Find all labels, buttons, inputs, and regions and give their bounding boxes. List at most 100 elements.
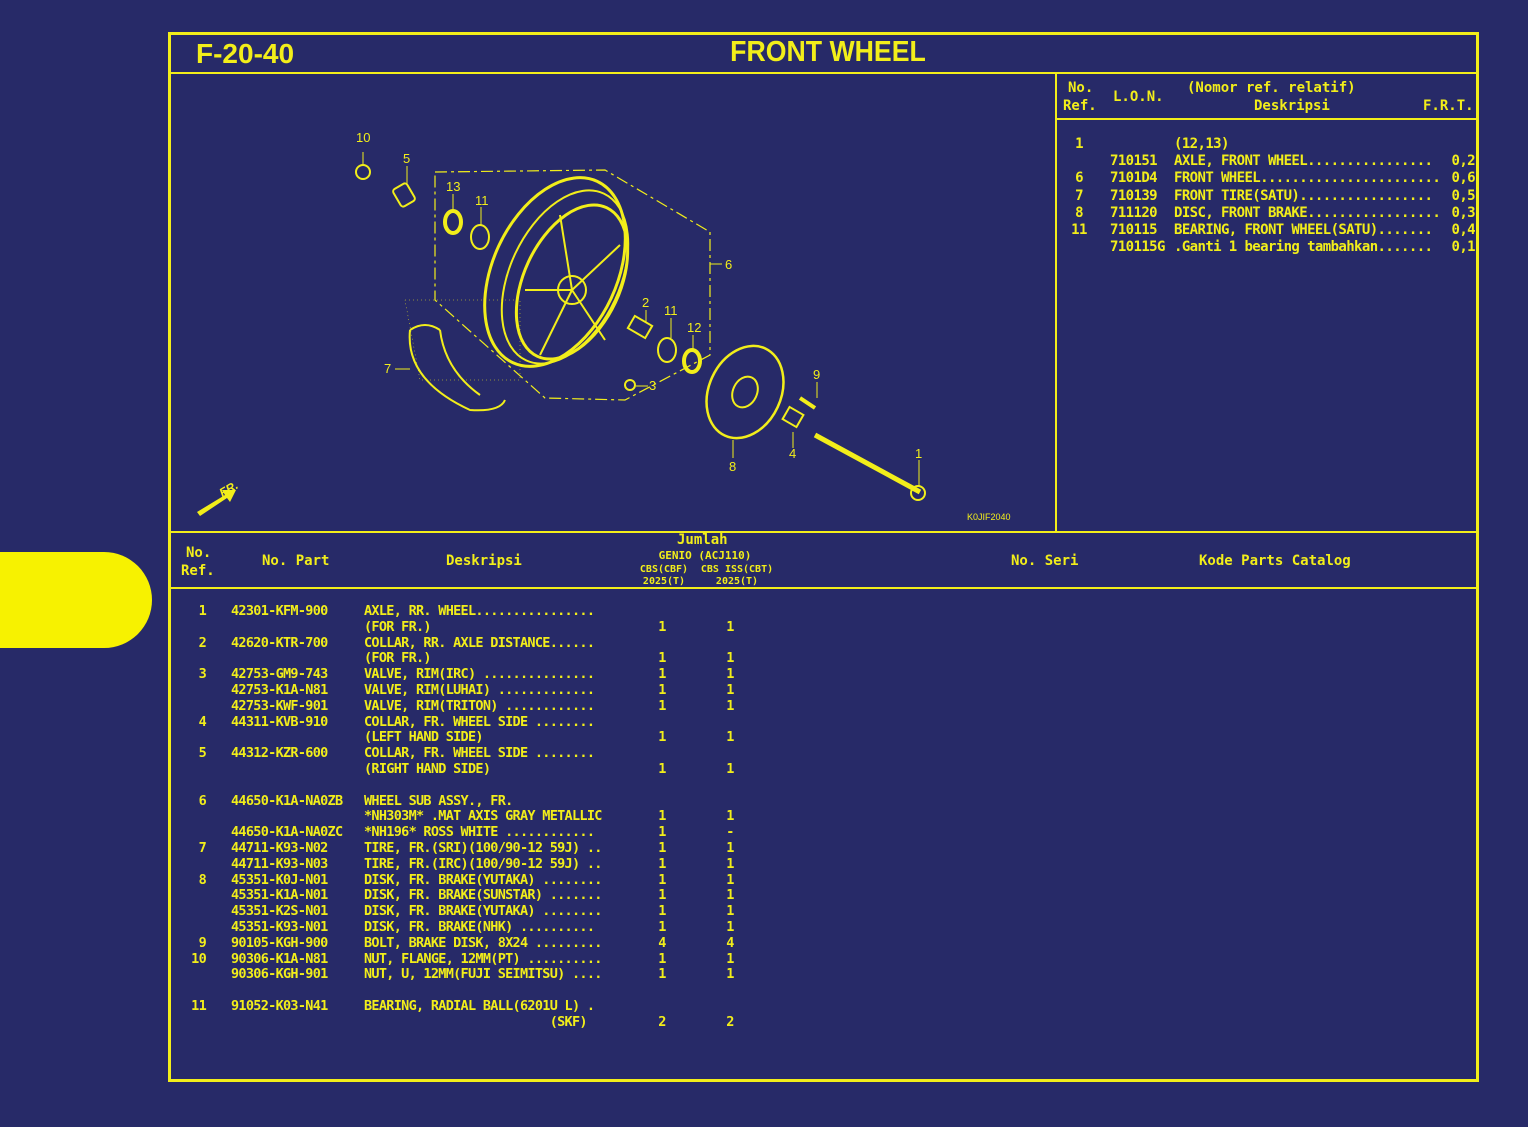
table-row: 42753-K1A-N81 VALVE, RIM(LUHAI) .........… [0,682,800,699]
divider [170,72,1478,74]
part-cell: 90306-K1A-N81 [231,950,328,967]
part-cell: 45351-K93-N01 [231,919,328,935]
desc-cell: WHEEL SUB ASSY., FR. [364,792,513,809]
part-cell: 44311-KVB-910 [231,713,328,730]
desc-cell: *NH196* ROSS WHITE ............ [364,824,595,841]
q1-cell: 1 [658,697,666,714]
frt-ref-cell [1064,239,1094,256]
q1-cell: 1 [658,808,666,825]
catalog-frame [168,32,1479,1082]
callout: 13 [446,179,461,194]
q1-cell: 1 [658,682,666,698]
frt-desc-cell: .Ganti 1 bearing tambahkan....... [1174,239,1433,256]
frt-desc-header-2: Deskripsi [1254,98,1330,114]
part-cell: 42753-KWF-901 [231,697,328,714]
q1-cell: 1 [658,618,666,635]
desc-cell: DISK, FR. BRAKE(YUTAKA) ........ [364,871,602,888]
desc-cell: DISK, FR. BRAKE(SUNSTAR) ....... [364,887,602,904]
ref-cell: 5 [198,745,207,762]
qty-header: Jumlah [677,532,728,548]
callout: 9 [813,367,821,382]
callout: 11 [475,193,489,208]
part-cell: 42753-GM9-743 [231,666,328,683]
frt-ref-cell: 6 [1075,170,1083,187]
q1-cell: 2 [658,1013,666,1030]
image-code: K0JIF2040 [967,512,1011,522]
q2-cell: 1 [726,650,734,667]
page-code: F-20-40 [196,38,295,69]
frt-lon-cell: 7101D4 [1110,170,1158,187]
frt-ref-cell: 11 [1071,222,1087,238]
q2-cell: 1 [726,697,734,714]
frt-lon-cell: 711120 [1110,204,1158,221]
desc-cell: VALVE, RIM(LUHAI) ............. [364,682,595,698]
part-cell: 45351-K0J-N01 [231,871,328,888]
desc-cell: VALVE, RIM(TRITON) ............ [364,697,595,714]
frt-lon-cell: 710139 [1110,187,1158,204]
q1-cell: 1 [658,840,666,856]
q2-cell: 1 [726,871,734,888]
ref-cell: 1 [198,603,207,619]
seal-icon [443,209,463,235]
part-cell: 44650-K1A-NA0ZC [231,824,343,841]
ref-cell: 11 [191,998,207,1014]
callout: 4 [789,446,797,461]
q2-cell: 2 [726,1013,734,1030]
desc-cell: (LEFT HAND SIDE) [364,729,484,746]
frt-desc-header: (Nomor ref. relatif) [1187,80,1356,96]
q2-cell: 1 [726,855,734,872]
part-cell: 42753-K1A-N81 [231,682,328,698]
table-row: 4 44311-KVB-910 COLLAR, FR. WHEEL SIDE ...… [0,713,800,731]
frt-frt-cell: 0,3 [1451,204,1476,221]
desc-cell: COLLAR, FR. WHEEL SIDE ........ [364,713,595,730]
frt-desc-cell: DISC, FRONT BRAKE................. [1174,204,1441,221]
part-cell: 44650-K1A-NA0ZB [231,792,343,809]
desc-cell: (FOR FR.) [364,650,432,667]
divider [1055,73,1057,531]
q2-cell: 1 [726,950,734,967]
desc-cell: AXLE, RR. WHEEL................ [364,603,595,619]
part-header: No. Part [262,553,330,569]
ref-cell: 8 [198,871,207,888]
part-cell: 90105-KGH-900 [231,934,328,951]
desc-cell: *NH303M* .MAT AXIS GRAY METALLIC [364,808,602,825]
desc-cell: (RIGHT HAND SIDE) [364,761,491,777]
frt-lon-header: L.O.N. [1113,89,1164,105]
bearing-icon [657,337,677,363]
part-cell: 44312-KZR-600 [231,745,328,762]
frt-frt-header: F.R.T. [1423,98,1474,114]
divider [170,531,1478,533]
ref-cell: 9 [198,934,207,951]
exploded-diagram [197,152,926,516]
table-row: 44650-K1A-NA0ZC *NH196* ROSS WHITE ......… [0,824,800,841]
side-tab[interactable] [0,552,152,648]
variant-2-header: CBS ISS(CBT) [700,564,774,575]
ref-cell: 4 [198,713,207,730]
q1-cell: 1 [658,824,666,841]
desc-cell: DISK, FR. BRAKE(NHK) .......... [364,919,595,935]
seal-icon [682,348,702,374]
bolt-icon [798,396,817,410]
callout: 3 [649,378,657,393]
q1-cell: 1 [658,761,666,777]
table-row [0,983,800,999]
desc-cell: TIRE, FR.(IRC)(100/90-12 59J) .. [364,855,602,872]
frt-frt-cell: 0,2 [1451,153,1476,170]
table-row: 45351-K93-N01 DISK, FR. BRAKE(NHK) ......… [0,919,800,936]
frt-ref-cell [1064,153,1094,170]
variant-1-year: 2025(T) [642,576,686,587]
disc-icon [705,344,785,440]
